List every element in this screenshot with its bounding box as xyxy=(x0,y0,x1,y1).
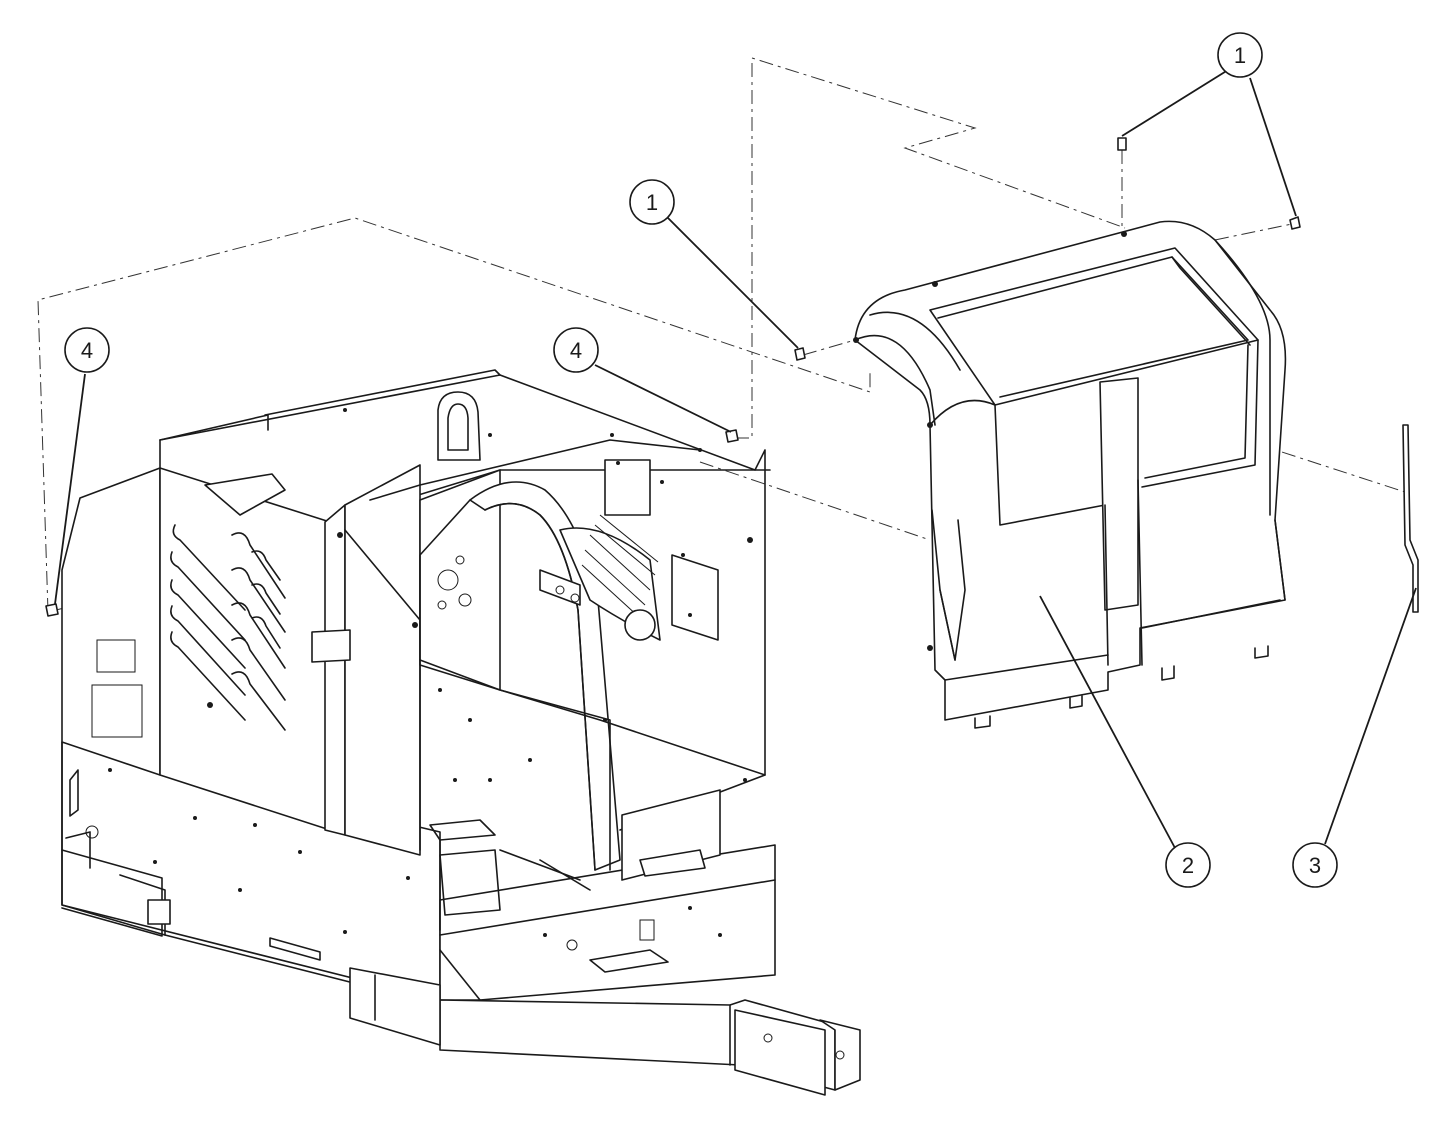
generator-frame-assembly xyxy=(49,369,861,1096)
callout-1-top-right: 1 xyxy=(1217,32,1263,78)
louver-slots-right xyxy=(581,514,659,619)
callout-label: 4 xyxy=(570,338,582,363)
callout-circle xyxy=(629,179,675,225)
callout-circle xyxy=(553,327,599,373)
callout-3: 3 xyxy=(1292,842,1338,888)
louver-slots-left xyxy=(170,524,286,731)
callout-4-center: 4 xyxy=(553,327,599,373)
fasteners xyxy=(45,137,1301,617)
callout-1-center: 1 xyxy=(629,179,675,225)
callout-circle xyxy=(64,327,110,373)
callout-label: 1 xyxy=(646,190,658,215)
callout-label: 4 xyxy=(81,338,93,363)
callout-circle xyxy=(1292,842,1338,888)
callout-leaders xyxy=(54,69,1417,849)
callout-2: 2 xyxy=(1165,842,1211,888)
callout-label: 2 xyxy=(1182,853,1194,878)
callout-circle xyxy=(1165,842,1211,888)
enclosure-cover-part xyxy=(853,220,1287,729)
callout-label: 1 xyxy=(1234,43,1246,68)
callout-4-left: 4 xyxy=(64,327,110,373)
seal-strip-part xyxy=(1402,424,1419,613)
callout-circle xyxy=(1217,32,1263,78)
callout-label: 3 xyxy=(1309,853,1321,878)
